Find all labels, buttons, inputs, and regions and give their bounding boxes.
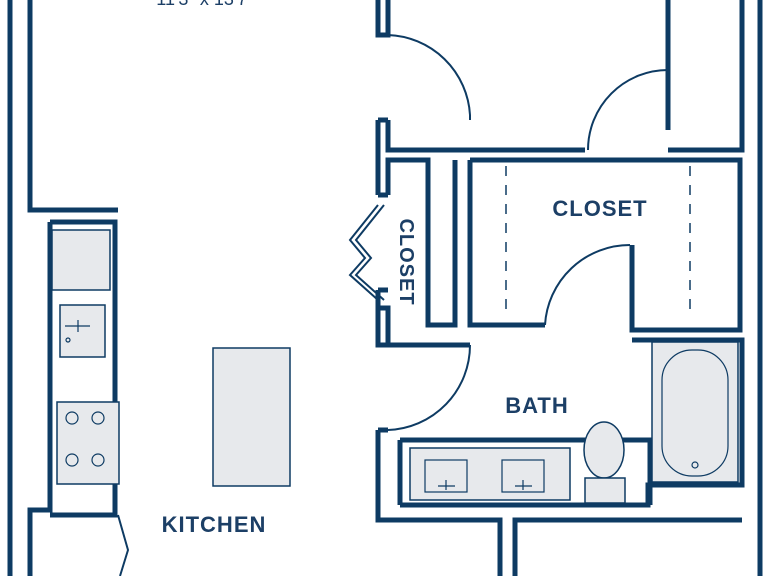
bath-walls xyxy=(397,337,745,508)
left-room-walls xyxy=(27,0,118,576)
bathtub xyxy=(651,341,739,483)
refrigerator xyxy=(51,229,111,291)
bath-door-swing xyxy=(387,344,471,431)
side-closet-bifold xyxy=(348,204,379,301)
labels: 11'3" x 13'7" CLOSET CLOSET BATH KITCHEN xyxy=(156,0,647,537)
bedroom-door-swing xyxy=(387,34,471,120)
top-dimension-label: 11'3" x 13'7" xyxy=(156,0,253,9)
closet-door-swing xyxy=(587,68,669,151)
kitchen-fixtures xyxy=(51,229,291,487)
kitchen-island xyxy=(212,347,291,487)
pantry-bifold xyxy=(117,514,130,576)
closet-side-label: CLOSET xyxy=(395,218,417,305)
bath-label: BATH xyxy=(505,393,568,418)
closet-main-label: CLOSET xyxy=(552,196,647,221)
closet-rods xyxy=(426,166,691,318)
exterior-walls xyxy=(7,0,763,576)
vanity xyxy=(409,447,571,501)
side-closet-walls xyxy=(378,157,458,328)
stove xyxy=(56,401,120,485)
bath-fixtures xyxy=(409,341,739,504)
doors xyxy=(117,34,669,576)
main-closet-door-swing xyxy=(544,243,631,326)
toilet xyxy=(583,421,625,479)
kitchen-label: KITCHEN xyxy=(162,512,267,537)
kitchen-sink xyxy=(59,304,106,358)
central-walls xyxy=(375,0,742,576)
main-closet-walls xyxy=(467,0,745,333)
